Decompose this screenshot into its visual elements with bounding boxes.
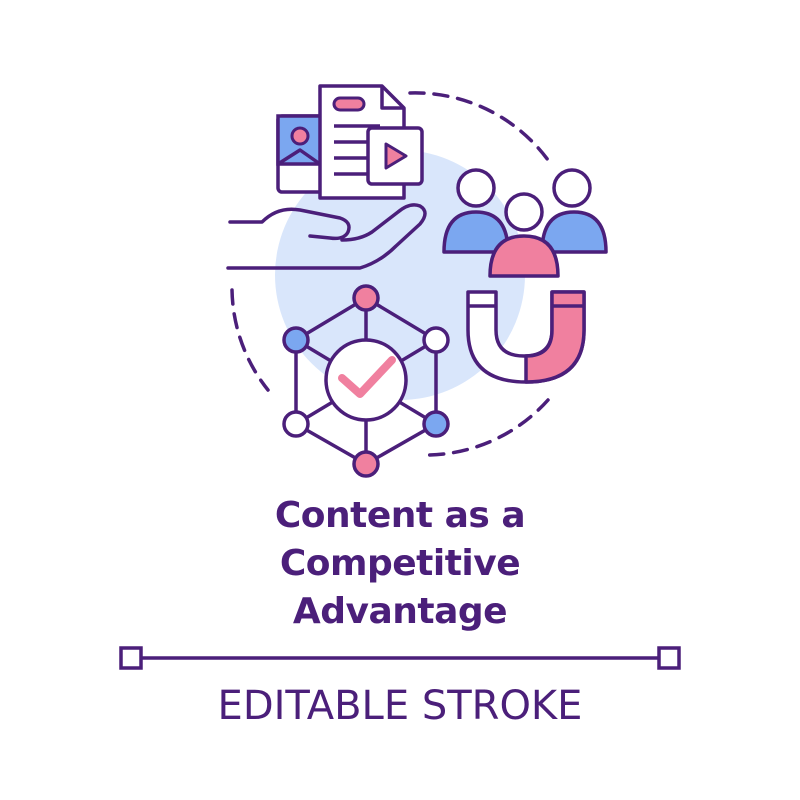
divider-handle-left <box>119 646 143 670</box>
network-hexagon-icon <box>282 284 450 478</box>
checkmark-badge <box>324 338 408 422</box>
checkmark-icon <box>338 356 396 398</box>
dashed-orbit <box>408 91 550 162</box>
people-group-icon <box>442 168 608 278</box>
caption-editable-stroke: EDITABLE STROKE <box>217 683 583 729</box>
video-play-icon <box>366 126 424 186</box>
divider-handle-right <box>657 646 681 670</box>
dashed-orbit-lower <box>418 398 550 457</box>
divider-line <box>119 646 681 670</box>
dashed-orbit-left <box>230 288 270 392</box>
magnet-icon <box>466 290 586 384</box>
title-line-1: Content as a <box>274 495 526 536</box>
concept-icon <box>226 84 608 478</box>
open-hand-icon <box>226 203 427 270</box>
title-line-3: Advantage <box>292 591 508 632</box>
title-line-2: Competitive <box>279 543 521 584</box>
